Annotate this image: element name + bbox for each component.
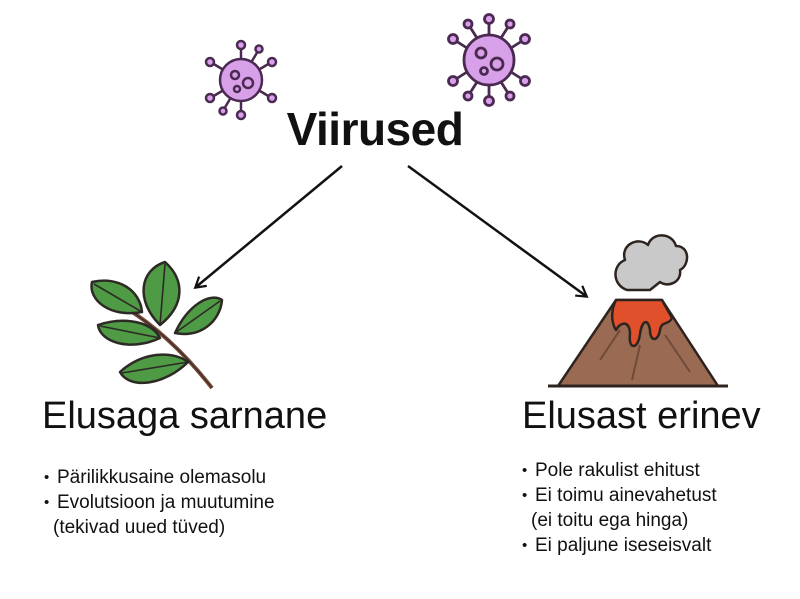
list-item: Ei paljune iseseisvalt — [522, 533, 717, 558]
heading-similar-to-living: Elusaga sarnane — [42, 395, 328, 437]
volcano-icon — [548, 234, 728, 388]
list-item: Pole rakulist ehitust — [522, 458, 717, 483]
list-item-continuation: (ei toitu ega hinga) — [531, 510, 689, 531]
leaf-branch-icon — [90, 260, 224, 390]
virus-icon — [204, 39, 278, 121]
list-different-from-living: Pole rakulist ehitust Ei toimu ainevahet… — [522, 458, 717, 558]
list-item-continuation: (tekivad uued tüved) — [53, 517, 226, 538]
list-similar-to-living: Pärilikkusaine olemasolu Evolutsioon ja … — [44, 465, 275, 540]
arrow-to-left — [193, 165, 343, 290]
list-item: Ei toimu ainevahetust — [522, 483, 717, 508]
arrow-to-right — [407, 164, 589, 298]
list-item: Pärilikkusaine olemasolu — [44, 465, 275, 490]
virus-icon — [447, 13, 531, 107]
page-title: Viirused — [286, 103, 464, 155]
heading-different-from-living: Elusast erinev — [522, 395, 761, 437]
list-item: Evolutsioon ja muutumine — [44, 490, 275, 515]
